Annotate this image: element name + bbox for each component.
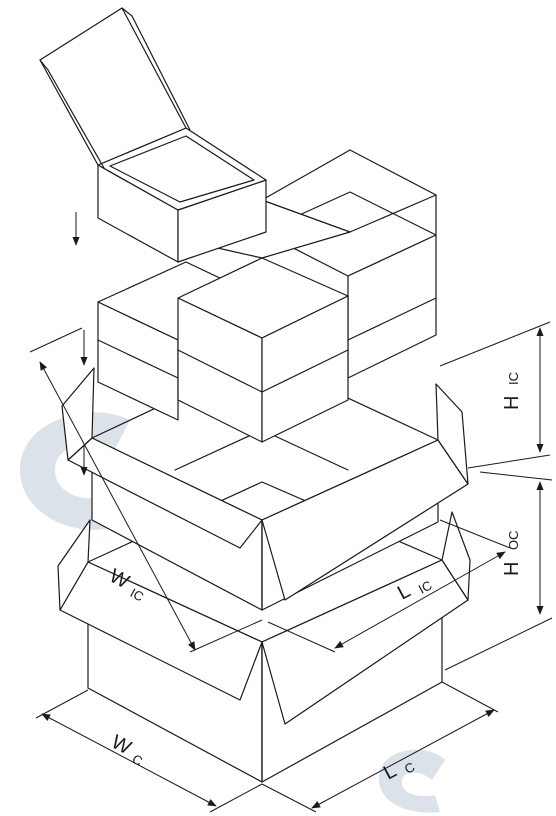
label-h-ic: H IC: [501, 372, 523, 410]
label-w-c: W C: [108, 731, 145, 769]
label-h-ic-main: H: [501, 396, 523, 410]
label-h-oc-main: H: [501, 562, 523, 576]
label-w-c-sub: C: [130, 751, 145, 769]
label-w-c-main: W: [108, 731, 135, 759]
gift-box: [39, 7, 267, 263]
label-l-ic-sub: IC: [416, 577, 435, 596]
label-h-ic-sub: IC: [506, 372, 521, 385]
label-h-oc: H OC: [501, 531, 523, 577]
dimension-lines: [29, 321, 553, 813]
label-w-ic-sub: IC: [128, 585, 147, 604]
label-h-oc-sub: OC: [506, 531, 521, 551]
